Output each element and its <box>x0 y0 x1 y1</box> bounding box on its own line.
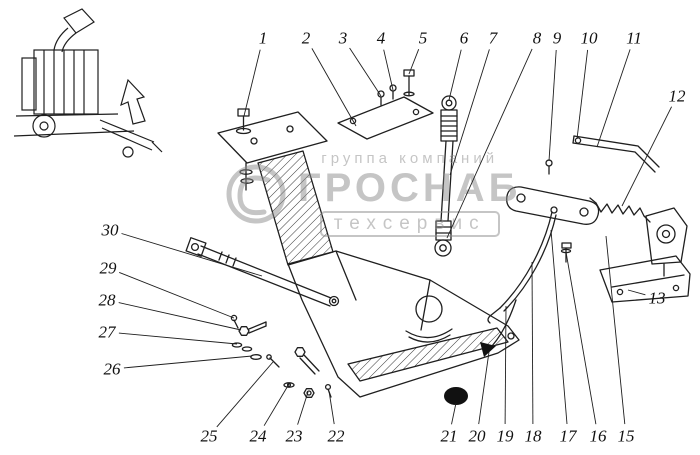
support-column <box>257 150 334 266</box>
watermark-company-name: ГРОСНАБ <box>298 166 522 210</box>
leader-line-18 <box>531 261 534 425</box>
callout-number-25: 25 <box>200 426 218 446</box>
fastener-cluster <box>230 314 332 398</box>
watermark-ring-logo-icon <box>226 164 286 223</box>
watermark-service-label: техсервис <box>319 211 500 237</box>
leader-line-19 <box>504 305 507 425</box>
callout-number-7: 7 <box>488 28 498 48</box>
callout-number-17: 17 <box>559 426 577 446</box>
callout-number-22: 22 <box>327 426 345 446</box>
inset-machine-overview <box>13 8 163 158</box>
callout-number-30: 30 <box>101 220 119 240</box>
turnbuckle-link <box>434 95 458 257</box>
callout-number-5: 5 <box>418 28 428 48</box>
leader-line-5 <box>408 49 420 75</box>
callout-number-9: 9 <box>552 28 562 48</box>
leader-line-1 <box>243 49 261 117</box>
long-link-rod <box>487 206 558 324</box>
leader-line-7 <box>449 49 490 176</box>
bolts-part-3-4 <box>377 84 397 106</box>
leader-line-29 <box>119 271 235 319</box>
bolt-part-1 <box>235 108 252 135</box>
leader-line-30 <box>121 233 263 277</box>
leader-line-4 <box>383 49 394 91</box>
hinge-bracket-13 <box>599 207 691 303</box>
callout-number-21: 21 <box>440 426 458 446</box>
callout-number-26: 26 <box>103 359 121 379</box>
callout-number-23: 23 <box>285 426 303 446</box>
leader-line-22 <box>328 390 335 425</box>
leader-line-12 <box>621 106 673 207</box>
leader-line-27 <box>118 332 238 345</box>
upper-lever-bar <box>572 135 660 173</box>
leader-line-10 <box>576 49 589 140</box>
watermark: группа компаний ГРОСНАБ техсервис <box>222 150 521 237</box>
pin-part-9 <box>545 159 553 175</box>
leader-line-11 <box>596 49 631 148</box>
callout-number-13: 13 <box>648 288 666 308</box>
leader-line-6 <box>448 49 462 101</box>
main-frame <box>287 250 520 398</box>
callout-number-29: 29 <box>99 258 117 278</box>
leader-line-26 <box>123 355 253 369</box>
watermark-company-type: группа компаний <box>321 150 499 167</box>
leader-line-15 <box>605 235 626 425</box>
bolt-part-16 <box>560 242 572 263</box>
bolt-part-5 <box>403 69 415 97</box>
callout-number-28: 28 <box>98 290 116 310</box>
callout-number-19: 19 <box>496 426 514 446</box>
main-assembly-drawing <box>185 69 691 405</box>
mounting-plate-left <box>217 111 328 164</box>
callout-number-6: 6 <box>459 28 469 48</box>
callout-number-2: 2 <box>301 28 311 48</box>
mounting-plate-right <box>337 96 434 140</box>
leader-line-8 <box>446 48 533 239</box>
callout-number-4: 4 <box>376 28 386 48</box>
callout-number-20: 20 <box>468 426 486 446</box>
leader-line-9 <box>548 49 557 162</box>
leader-line-21 <box>451 402 457 425</box>
callout-number-11: 11 <box>626 28 642 48</box>
leader-line-13 <box>627 289 646 296</box>
direction-arrow <box>480 299 517 357</box>
leader-line-2 <box>311 48 357 127</box>
callout-number-15: 15 <box>617 426 635 446</box>
leader-line-23 <box>297 391 309 425</box>
leader-line-3 <box>349 47 382 97</box>
callout-number-16: 16 <box>589 426 607 446</box>
callout-number-24: 24 <box>249 426 267 446</box>
callout-number-27: 27 <box>98 322 116 342</box>
callout-number-8: 8 <box>532 28 542 48</box>
leader-line-17 <box>550 229 568 425</box>
callout-number-18: 18 <box>524 426 542 446</box>
callout-number-12: 12 <box>668 86 686 106</box>
lever-plate <box>506 186 600 225</box>
callout-number-3: 3 <box>338 28 348 48</box>
callout-number-10: 10 <box>580 28 598 48</box>
diagonal-strut <box>185 237 332 307</box>
callout-number-1: 1 <box>258 28 268 48</box>
spring-part-12 <box>589 197 651 223</box>
leader-line-28 <box>118 302 242 331</box>
leader-line-16 <box>565 251 597 425</box>
cap-knob-21 <box>444 387 468 405</box>
leader-line-20 <box>478 351 490 425</box>
inset-direction-arrow-icon <box>120 78 146 125</box>
leader-line-25 <box>216 361 274 428</box>
leader-line-24 <box>263 383 290 426</box>
